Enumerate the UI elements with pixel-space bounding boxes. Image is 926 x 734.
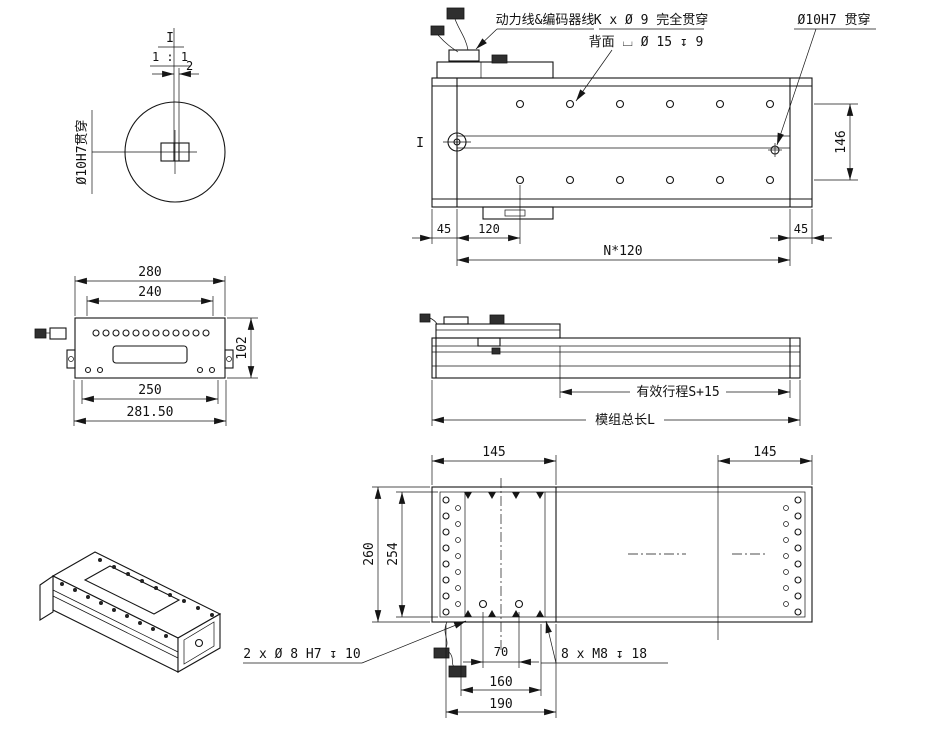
dim-45-left: 45: [437, 222, 451, 236]
detail-slot: [160, 142, 190, 162]
section-hole: [443, 128, 471, 156]
top-view-outline: [431, 77, 813, 208]
dowel-hole: [478, 599, 488, 609]
dim-240: 240: [86, 285, 214, 316]
cable-callout: 动力线&编码器线: [475, 13, 595, 50]
connector-block: [491, 54, 508, 64]
detail-hole-label: Ø10H7贯穿: [74, 119, 90, 184]
bottom-view: 145 145 260 254 2 x Ø 8 H7 ↧ 10 8 x M8 ↧…: [243, 445, 813, 718]
detail-mark: I: [166, 31, 174, 46]
dim-146: 146: [814, 103, 858, 181]
dim-160-text: 160: [489, 675, 512, 690]
detail-scale: 1 : 1: [152, 50, 188, 64]
dim-120: 120: [478, 222, 500, 236]
dowel-label: 2 x Ø 8 H7 ↧ 10: [243, 647, 360, 662]
dowel-hole: [514, 599, 524, 609]
iso-end-flange: [39, 574, 54, 621]
detail-view: I 1 : 1 2 Ø10H7贯穿: [74, 28, 226, 203]
cable-clamp: [448, 49, 480, 62]
front-slot: [112, 345, 188, 364]
dim-stroke-text: 有效行程S+15: [636, 385, 719, 400]
cable-label: 动力线&编码器线: [496, 13, 595, 28]
front-holes: [92, 329, 210, 337]
dim-145-right-text: 145: [753, 445, 776, 460]
dim-n120: N*120: [603, 244, 642, 259]
pin-hole-callout: Ø10H7 贯穿: [776, 12, 876, 146]
dim-160: 160: [460, 624, 542, 696]
dim-2: 2: [186, 59, 193, 73]
dim-250-text: 250: [138, 383, 161, 398]
top-view-bottom-dims: 45 120 45 N*120: [412, 185, 832, 266]
iso-end-plate: [183, 621, 215, 665]
side-carriage: [419, 313, 561, 355]
left-rail-holes: [442, 496, 461, 616]
dim-281-50: 281.50: [73, 380, 227, 426]
side-view: 有效行程S+15 模组总长L: [419, 313, 801, 428]
dim-70: 70: [463, 612, 539, 668]
dim-stroke: 有效行程S+15: [559, 346, 791, 400]
dim-240-text: 240: [138, 285, 161, 300]
dim-145-right: 145: [718, 445, 813, 485]
pin-hole-label: Ø10H7 贯穿: [798, 12, 871, 28]
pin-hole: [768, 143, 782, 157]
slot-width-dimension: 2: [152, 59, 199, 78]
dim-102-text: 102: [235, 336, 250, 359]
right-rail-holes: [783, 496, 802, 616]
bottom-sensor-block: [482, 206, 554, 220]
dim-260-text: 260: [362, 542, 377, 565]
kx-hole-callout: K x Ø 9 完全贯穿 背面 ⌴ Ø 15 ↧ 9: [575, 12, 709, 102]
top-view: I 动力线&编码器线: [412, 7, 876, 266]
dim-254-text: 254: [386, 542, 401, 566]
cable-assembly: [430, 7, 554, 79]
thread-marks: [464, 492, 544, 617]
dim-250: 250: [81, 380, 219, 404]
iso-connector-port: [194, 638, 204, 648]
kx-hole-label-1: K x Ø 9 完全贯穿: [594, 12, 709, 28]
dim-280-text: 280: [138, 265, 161, 280]
kx-hole-label-2: 背面 ⌴ Ø 15 ↧ 9: [589, 35, 704, 50]
section-mark: I: [416, 136, 424, 151]
dim-45-right: 45: [794, 222, 808, 236]
front-connector: [34, 327, 67, 340]
dim-190-text: 190: [489, 697, 512, 712]
dim-145-left: 145: [431, 445, 557, 485]
dim-146-text: 146: [834, 130, 849, 153]
dim-70-text: 70: [494, 645, 508, 659]
dim-280: 280: [74, 265, 226, 316]
front-view-outline: [74, 317, 226, 379]
dim-190: 190: [445, 624, 557, 718]
thread-callout: 8 x M8 ↧ 18: [541, 620, 668, 664]
dim-total-length-text: 模组总长L: [595, 413, 655, 428]
thread-label: 8 x M8 ↧ 18: [561, 647, 647, 662]
dim-260: 260: [362, 486, 430, 623]
iso-rail-holes: [60, 558, 214, 638]
dim-254: 254: [386, 491, 438, 618]
dim-281-50-text: 281.50: [127, 405, 174, 420]
dim-total-length: 模组总长L: [431, 380, 801, 428]
mounting-holes: [515, 99, 775, 185]
bottom-view-outline: [431, 486, 813, 623]
dim-102: 102: [227, 317, 258, 379]
iso-end-face: [177, 613, 221, 673]
front-view: 280 240 102 250 281.50: [34, 265, 258, 426]
dowel-callout: 2 x Ø 8 H7 ↧ 10: [243, 620, 467, 664]
isometric-view: [39, 551, 222, 673]
encoder-connector-icon: [430, 25, 445, 36]
power-connector-icon: [446, 7, 465, 20]
dim-145-left-text: 145: [482, 445, 505, 460]
side-view-outline: [431, 337, 801, 379]
